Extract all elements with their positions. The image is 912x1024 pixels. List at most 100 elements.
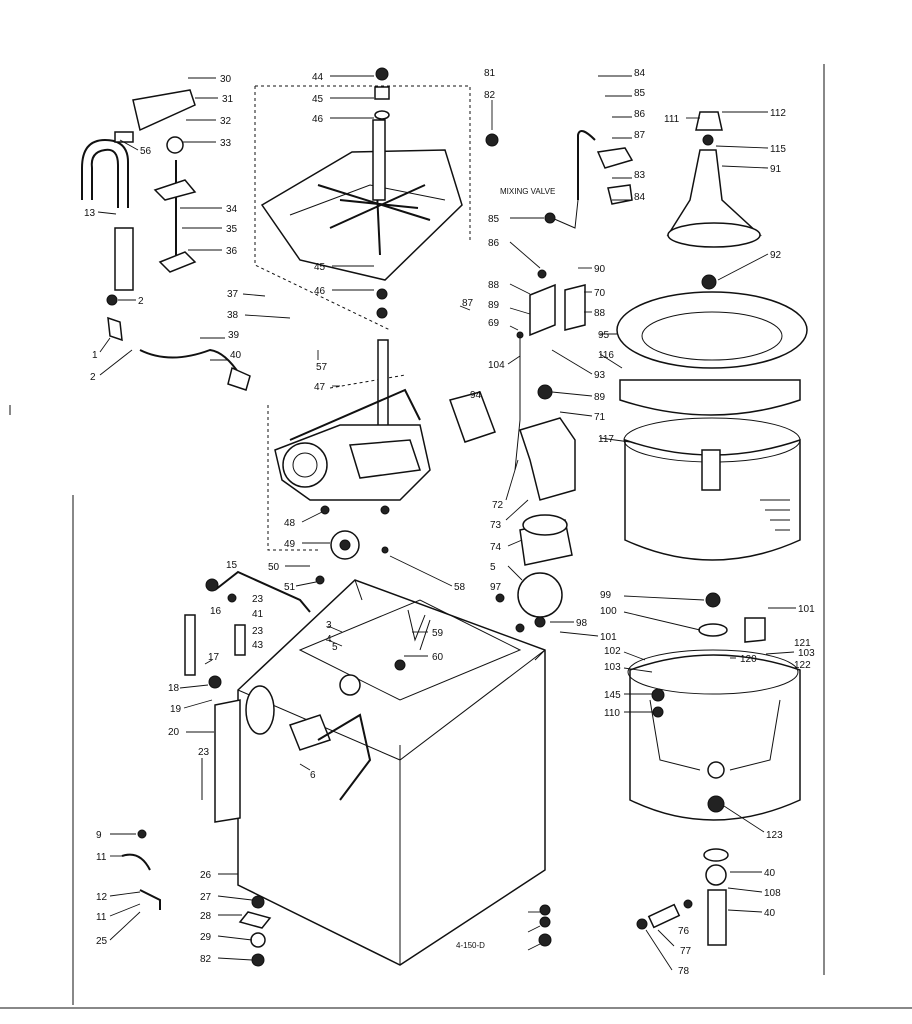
callout-text: 40 — [764, 868, 776, 879]
callouts: 30 31 32 33 34 35 36 13 56 2 1 2 37 38 5… — [84, 68, 815, 977]
callout-text: 60 — [432, 652, 444, 663]
callout-text: 93 — [594, 370, 606, 381]
wash-basket — [616, 274, 808, 561]
callout-text: 72 — [492, 500, 504, 511]
callout-text: 81 — [484, 68, 496, 79]
callout-text: 74 — [490, 542, 502, 553]
callout-text: 17 — [208, 652, 220, 663]
callout-text: 99 — [600, 590, 612, 601]
callout-text: 120 — [740, 654, 757, 665]
callout-text: 101 — [600, 632, 617, 643]
callout-text: 82 — [200, 954, 212, 965]
callout-text: 121 — [794, 638, 811, 649]
mixing-valve-label: MIXING VALVE — [500, 187, 555, 196]
callout-text: 45 — [312, 94, 324, 105]
callout-text: 15 — [226, 560, 238, 571]
callout-text: 46 — [314, 286, 326, 297]
callout-text: 101 — [798, 604, 815, 615]
callout-text: 9 — [96, 830, 102, 841]
callout-text: 110 — [604, 708, 620, 719]
callout-text: 23 — [198, 747, 210, 758]
callout-text: 16 — [210, 606, 222, 617]
callout-text: 56 — [140, 146, 152, 157]
callout-text: 11 — [96, 852, 107, 863]
agitator — [666, 111, 762, 248]
callout-text: 87 — [462, 298, 474, 309]
cabinet — [214, 579, 546, 966]
callout-text: 1 — [92, 350, 98, 361]
callout-text: 84 — [634, 192, 646, 203]
transmission-assembly — [267, 339, 431, 585]
drawing-code: 4-150-D — [456, 941, 485, 950]
callout-text: 18 — [168, 683, 180, 694]
callout-text: 83 — [634, 170, 646, 181]
callout-text: 145 — [604, 690, 621, 701]
callout-text: 23 — [252, 594, 264, 605]
callout-text: 103 — [604, 662, 621, 673]
callout-text: 88 — [488, 280, 500, 291]
callout-text: 111 — [664, 114, 680, 125]
callout-text: 26 — [200, 870, 212, 881]
left-small-parts — [121, 570, 552, 967]
callout-text: 2 — [138, 296, 144, 307]
callout-text: 102 — [604, 646, 621, 657]
callout-text: 95 — [598, 330, 610, 341]
callout-text: 91 — [770, 164, 782, 175]
callout-text: 23 — [252, 626, 264, 637]
callout-text: 19 — [170, 704, 182, 715]
callout-text: 34 — [226, 204, 238, 215]
callout-text: 97 — [490, 582, 502, 593]
callout-text: 49 — [284, 539, 296, 550]
callout-text: 87 — [634, 130, 646, 141]
callout-text: 51 — [284, 582, 296, 593]
callout-text: 32 — [220, 116, 232, 127]
callout-text: 112 — [770, 108, 786, 119]
callout-text: 44 — [312, 72, 324, 83]
callout-text: 20 — [168, 727, 180, 738]
callout-text: 88 — [594, 308, 606, 319]
callout-text: 58 — [454, 582, 466, 593]
callout-text: 94 — [470, 390, 482, 401]
callout-text: 89 — [594, 392, 606, 403]
callout-text: 12 — [96, 892, 108, 903]
callout-text: 82 — [484, 90, 496, 101]
callout-text: 48 — [284, 518, 296, 529]
callout-text: 85 — [488, 214, 500, 225]
pump-motor-parts — [449, 130, 634, 633]
callout-text: 25 — [96, 936, 108, 947]
callout-text: 116 — [598, 350, 614, 361]
callout-text: 39 — [228, 330, 240, 341]
callout-text: 31 — [222, 94, 234, 105]
callout-text: 33 — [220, 138, 232, 149]
callout-text: 122 — [794, 660, 811, 671]
callout-text: 43 — [252, 640, 264, 651]
callout-text: 5 — [490, 562, 496, 573]
callout-text: 13 — [84, 208, 96, 219]
callout-text: 77 — [680, 946, 692, 957]
callout-text: 36 — [226, 246, 238, 257]
callout-text: 76 — [678, 926, 690, 937]
callout-text: 89 — [488, 300, 500, 311]
callout-text: 2 — [90, 372, 96, 383]
callout-text: 30 — [220, 74, 232, 85]
mounting-plate-assembly — [254, 67, 499, 331]
callout-text: 98 — [576, 618, 588, 629]
callout-text: 46 — [312, 114, 324, 125]
callout-text: 35 — [226, 224, 238, 235]
callout-text: 59 — [432, 628, 444, 639]
callout-text: 78 — [678, 966, 690, 977]
callout-text: 45 — [314, 262, 326, 273]
callout-text: 47 — [314, 382, 326, 393]
callout-text: 3 — [326, 620, 332, 631]
callout-text: 40 — [230, 350, 242, 361]
callout-text: 50 — [268, 562, 280, 573]
callout-text: 4 — [326, 634, 332, 645]
callout-text: 5 — [332, 642, 338, 653]
callout-text: 92 — [770, 250, 782, 261]
callout-text: 123 — [766, 830, 783, 841]
callout-text: 69 — [488, 318, 500, 329]
callout-text: 84 — [634, 68, 646, 79]
callout-text: 100 — [600, 606, 617, 617]
callout-text: 71 — [594, 412, 606, 423]
